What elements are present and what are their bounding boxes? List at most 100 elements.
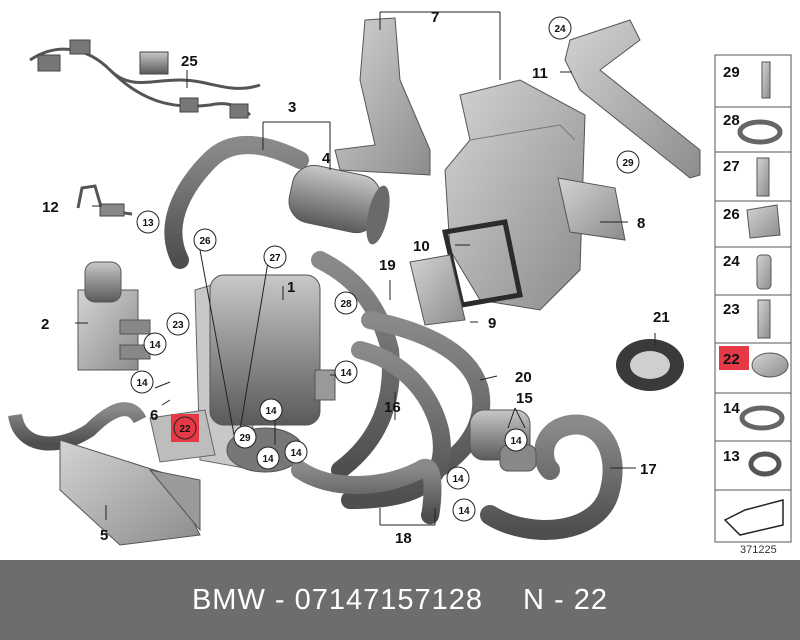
- circle-label-14-d: 14: [259, 398, 283, 422]
- part-2-valve: [77, 261, 151, 371]
- svg-text:29: 29: [239, 433, 251, 444]
- label-7: 7: [431, 9, 439, 26]
- label-21: 21: [653, 309, 670, 326]
- label-12: 12: [42, 199, 59, 216]
- circle-label-14-g: 14: [504, 428, 528, 452]
- part-25-wiring-harness: [29, 39, 261, 119]
- svg-text:29: 29: [622, 158, 634, 169]
- expanding-nut-icon: [756, 254, 772, 290]
- side-label-27: 27: [723, 158, 740, 175]
- circle-label-22-highlighted: 22: [171, 414, 199, 442]
- part-11-mounting-rail: [564, 19, 701, 179]
- circle-label-14-i: 14: [452, 498, 476, 522]
- svg-text:14: 14: [265, 406, 277, 417]
- svg-text:24: 24: [554, 24, 566, 35]
- label-11: 11: [532, 65, 548, 82]
- direction-arrow-icon: [723, 499, 784, 536]
- label-9: 9: [488, 315, 496, 332]
- leader-lines: [75, 11, 656, 526]
- label-25: 25: [181, 53, 198, 70]
- circle-label-13: 13: [136, 210, 160, 234]
- circle-label-26: 26: [193, 228, 217, 252]
- part-number-footer: BMW - 07147157128 N - 22: [0, 560, 800, 640]
- fastener-side-panel: 29 28 27 26 24 23 22 14 13: [714, 54, 792, 543]
- circle-label-29: 29: [616, 150, 640, 174]
- svg-text:14: 14: [262, 454, 274, 465]
- svg-text:14: 14: [149, 340, 161, 351]
- svg-text:22: 22: [179, 424, 191, 435]
- side-label-22: 22: [723, 351, 740, 368]
- spring-clamp-icon: [739, 405, 785, 431]
- hose-bundle-18-19-20: [291, 251, 491, 525]
- side-label-13: 13: [723, 448, 740, 465]
- circle-label-24: 24: [548, 16, 572, 40]
- svg-text:14: 14: [340, 368, 352, 379]
- circle-label-14-b: 14: [130, 370, 154, 394]
- brand-part-number: BMW - 07147157128: [191, 583, 484, 616]
- label-19: 19: [379, 257, 396, 274]
- svg-text:26: 26: [199, 236, 211, 247]
- label-10: 10: [413, 238, 430, 255]
- cable-clamp-icon: [748, 451, 782, 477]
- highlight-box: [171, 414, 199, 442]
- side-label-29: 29: [723, 64, 740, 81]
- circle-label-14-e: 14: [256, 446, 280, 470]
- part-1-heater-unit: [194, 274, 336, 473]
- circle-label-14-a: 14: [143, 332, 167, 356]
- circle-label-14-h: 14: [446, 466, 470, 490]
- label-20: 20: [515, 369, 532, 386]
- circle-label-28: 28: [334, 291, 358, 315]
- svg-text:13: 13: [142, 218, 154, 229]
- bolt-icon: [761, 61, 771, 99]
- label-15: 15: [516, 390, 533, 407]
- part-heater-housing: [444, 79, 586, 311]
- label-4: 4: [322, 150, 331, 167]
- svg-text:14: 14: [452, 474, 464, 485]
- label-1: 1: [287, 279, 295, 296]
- svg-text:14: 14: [458, 506, 470, 517]
- part-21-clamp-ring: [616, 339, 684, 391]
- svg-text:14: 14: [510, 436, 522, 447]
- part-12-sensor-cable: [76, 184, 133, 217]
- diagram-position: N - 22: [523, 583, 609, 616]
- svg-text:27: 27: [269, 253, 281, 264]
- side-label-26: 26: [723, 206, 740, 223]
- label-16: 16: [384, 399, 401, 416]
- circle-label-23: 23: [166, 312, 190, 336]
- side-label-28: 28: [723, 112, 740, 129]
- part-number-labels: 1 2 3 4 5 6 7 8 9 10 11 12 15 16 17 18 1…: [41, 9, 670, 547]
- label-8: 8: [637, 215, 645, 232]
- svg-text:28: 28: [340, 299, 352, 310]
- exploded-parts-diagram: 1 2 3 4 5 6 7 8 9 10 11 12 15 16 17 18 1…: [8, 9, 792, 556]
- svg-text:14: 14: [136, 378, 148, 389]
- side-label-24: 24: [723, 253, 740, 270]
- hose-clamp-icon: [737, 119, 783, 145]
- collar-screw-icon: [757, 299, 771, 339]
- side-label-14: 14: [723, 400, 740, 417]
- part-7-bracket: [334, 17, 431, 176]
- circle-label-29-lower: 29: [233, 425, 257, 449]
- label-6: 6: [150, 407, 158, 424]
- label-5: 5: [100, 527, 108, 544]
- clip-nut-icon: [746, 204, 781, 239]
- label-2: 2: [41, 316, 49, 333]
- side-highlight-box: [719, 346, 749, 370]
- label-18: 18: [395, 530, 412, 547]
- label-17: 17: [640, 461, 657, 478]
- plastic-rivet-icon: [751, 352, 789, 378]
- circle-label-14-c: 14: [334, 360, 358, 384]
- svg-text:14: 14: [290, 448, 302, 459]
- part-3-upper-hose-and-silencer: [164, 136, 390, 269]
- diagram-reference-number: 371225: [740, 544, 777, 556]
- label-3: 3: [288, 99, 296, 116]
- screw-icon: [756, 157, 770, 197]
- circled-part-labels: 13 24 29 26 27 28 23 29 14 14 14 14 14 1…: [130, 16, 640, 522]
- part-17-return-hose: [480, 414, 623, 540]
- svg-text:23: 23: [172, 320, 184, 331]
- part-9-plate: [409, 254, 466, 326]
- side-label-23: 23: [723, 301, 740, 318]
- circle-label-27: 27: [263, 245, 287, 269]
- part-5-exhaust-muffler: [8, 402, 201, 546]
- circle-label-14-f: 14: [284, 440, 308, 464]
